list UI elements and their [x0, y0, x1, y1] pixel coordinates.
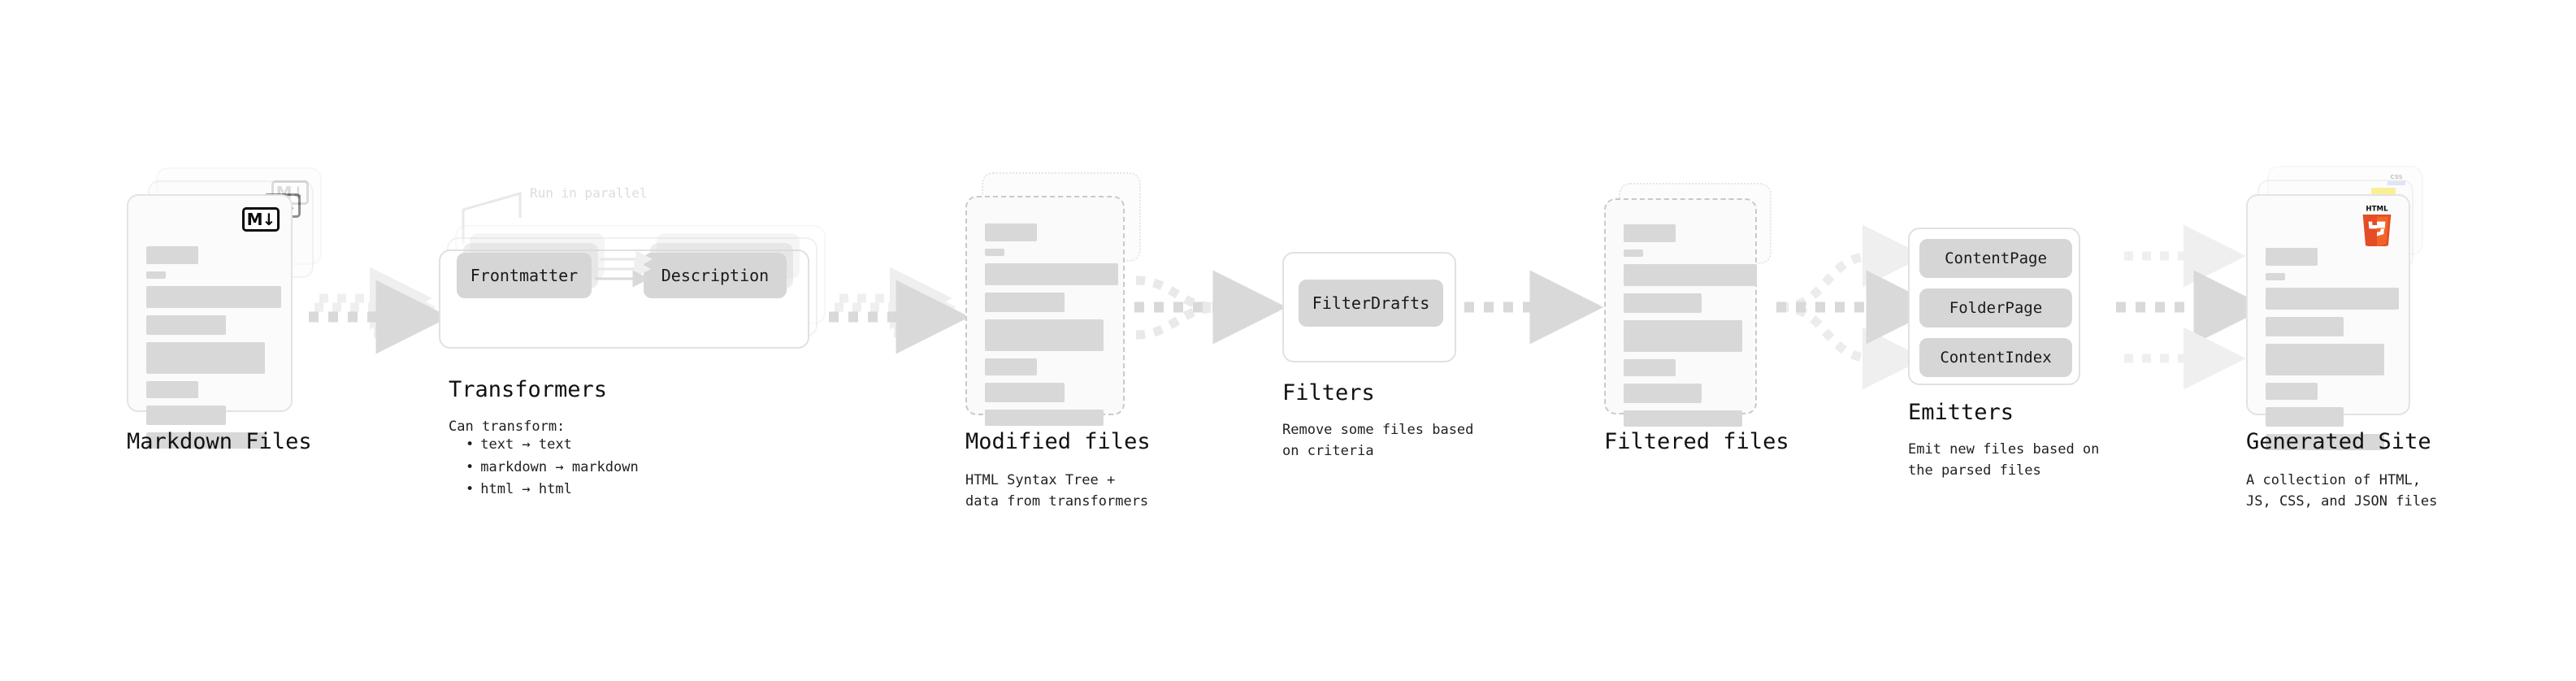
- modified-files-title: Modified files: [965, 429, 1151, 454]
- doc-placeholder-lines: [1624, 224, 1757, 434]
- generated-site-title: Generated Site: [2246, 429, 2431, 454]
- filtered-files-title: Filtered files: [1604, 429, 1789, 454]
- doc-placeholder-lines: [2266, 248, 2399, 458]
- markdown-files-title: Markdown Files: [127, 429, 312, 454]
- modified-file-front: [965, 196, 1125, 426]
- markdown-file-front: M↓: [127, 194, 293, 449]
- emitter-chip-folderpage[interactable]: FolderPage: [1919, 288, 2072, 327]
- modified-files-subtitle: HTML Syntax Tree + data from transformer…: [965, 472, 1149, 510]
- svg-text:HTML: HTML: [2366, 206, 2388, 214]
- list-item: html → html: [466, 479, 639, 501]
- html5-icon: HTML: [2358, 204, 2396, 249]
- run-in-parallel-label: Run in parallel: [530, 185, 648, 201]
- filtered-file-front: [1604, 198, 1757, 427]
- transformers-box-front: Frontmatter Description: [439, 233, 809, 349]
- transformers-bullet-list: text → text markdown → markdown html → h…: [452, 434, 639, 501]
- generated-site-subtitle: A collection of HTML, JS, CSS, and JSON …: [2246, 472, 2438, 510]
- transformer-chip-description[interactable]: Description: [644, 253, 787, 298]
- emitter-chip-contentindex[interactable]: ContentIndex: [1919, 338, 2072, 377]
- arrow-filtered-to-emitters: [1776, 224, 1941, 390]
- emitters-subtitle: Emit new files based on the parsed files: [1908, 441, 2100, 479]
- arrow-transformers-to-modified: [829, 267, 970, 354]
- transformers-title: Transformers: [449, 377, 608, 402]
- generated-file-html: HTML: [2246, 194, 2410, 450]
- arrow-emitters-to-site: [2116, 224, 2268, 390]
- transformers-subtitle: Can transform:: [449, 419, 566, 435]
- markdown-icon: M↓: [242, 207, 280, 232]
- doc-placeholder-lines: [985, 223, 1118, 433]
- emitters-title: Emitters: [1908, 400, 2014, 425]
- emitters-box: ContentPage FolderPage ContentIndex: [1908, 228, 2080, 385]
- css-icon: CSS: [2387, 174, 2405, 185]
- arrow-modified-to-filters: [1134, 270, 1287, 345]
- list-item: markdown → markdown: [466, 457, 638, 479]
- transformer-chip-frontmatter[interactable]: Frontmatter: [457, 253, 592, 298]
- filters-subtitle: Remove some files based on criteria: [1282, 422, 1474, 460]
- arrow-markdown-to-transformers: [309, 267, 450, 354]
- doc-placeholder-lines: [146, 246, 281, 456]
- emitter-chip-contentpage[interactable]: ContentPage: [1919, 239, 2072, 278]
- list-item: text → text: [466, 434, 639, 457]
- filters-box: FilterDrafts: [1282, 252, 1456, 362]
- filters-title: Filters: [1282, 380, 1375, 406]
- transformer-inner-arrows: [595, 251, 653, 288]
- filter-chip-filterdrafts[interactable]: FilterDrafts: [1299, 280, 1443, 327]
